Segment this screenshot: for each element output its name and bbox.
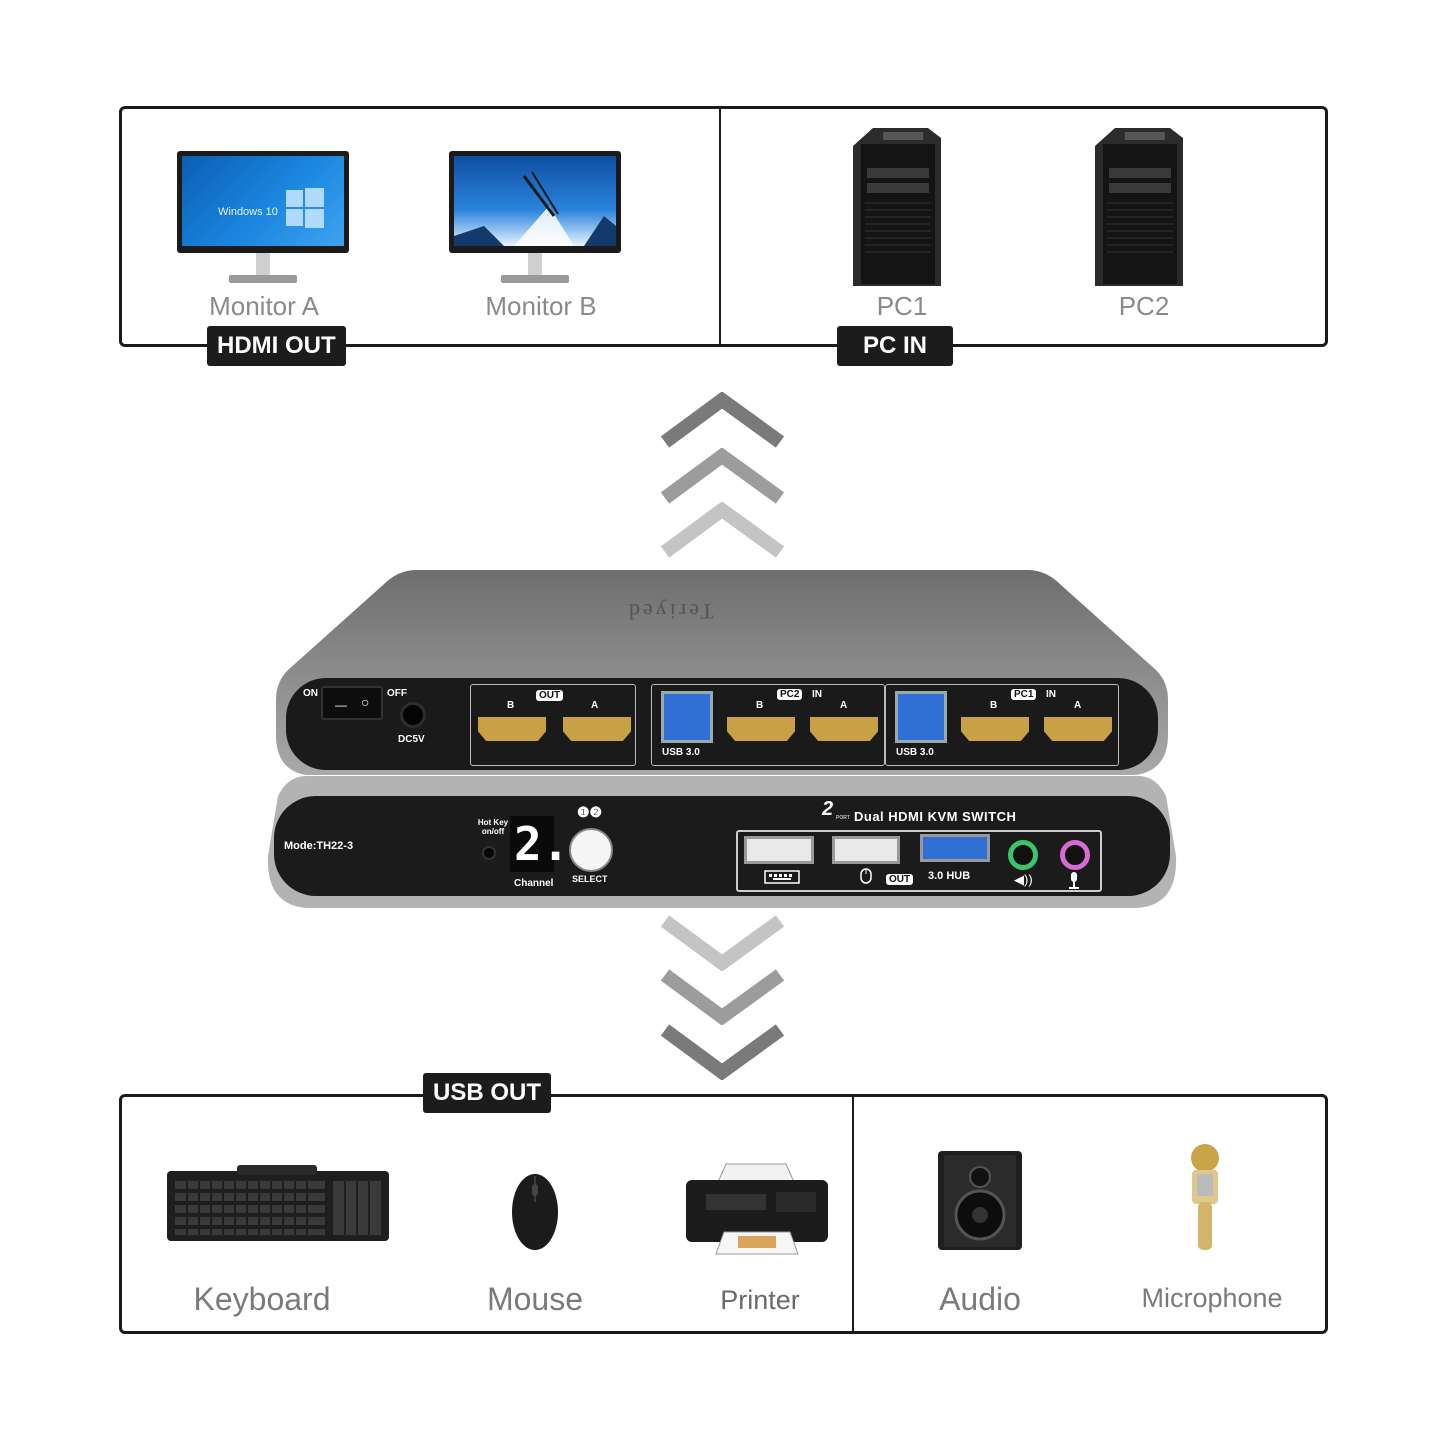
speaker-image xyxy=(938,1151,1022,1250)
printer-label: Printer xyxy=(720,1285,800,1315)
hdmi-out-tag: HDMI OUT xyxy=(207,326,346,366)
usb-keyboard-port[interactable] xyxy=(744,836,814,864)
in-label: IN xyxy=(812,689,822,700)
dc5v-label: DC5V xyxy=(398,734,425,745)
hub-label: 3.0 HUB xyxy=(928,870,971,882)
out-group-badge: OUT xyxy=(536,690,564,701)
hotkey-button[interactable] xyxy=(482,846,496,860)
kvm-front-unit: Mode:TH22-3 Hot Key on/off 2. Channel ❶❷… xyxy=(266,776,1178,910)
hdmi-out-group: OUT B A xyxy=(470,684,636,766)
hdmi-out-a-port[interactable] xyxy=(563,717,631,741)
port-b-label: B xyxy=(507,700,515,711)
usb30-label: USB 3.0 xyxy=(662,747,700,758)
pc-in-tag: PC IN xyxy=(837,326,954,366)
up-chevron-icon xyxy=(660,448,785,504)
mouse-image xyxy=(512,1174,558,1250)
usb30-label: USB 3.0 xyxy=(896,747,934,758)
monitor-b-label: Monitor B xyxy=(485,291,597,321)
down-chevron-icon xyxy=(660,1024,785,1080)
speaker-icon: ◀)) xyxy=(1014,872,1033,887)
pc1-group-badge: PC1 xyxy=(1011,689,1037,700)
audio-jack[interactable] xyxy=(1008,840,1038,870)
usb-out-port-group: OUT 3.0 HUB ◀)) xyxy=(736,830,1102,892)
mouse-label: Mouse xyxy=(486,1281,584,1317)
port-a-label: A xyxy=(1074,700,1082,711)
up-chevron-icon xyxy=(660,392,785,448)
microphone-icon xyxy=(1069,872,1079,889)
keyboard-image xyxy=(167,1165,389,1241)
microphone-label: Microphone xyxy=(1141,1283,1283,1313)
channel-digit: 2. xyxy=(514,817,570,871)
port-a-label: A xyxy=(591,700,599,711)
model-label: Mode:TH22-3 xyxy=(284,840,354,852)
out-badge: OUT xyxy=(886,874,914,885)
select-label: SELECT xyxy=(572,874,608,884)
pc2-label: PC2 xyxy=(1118,291,1170,321)
mic-jack[interactable] xyxy=(1060,840,1090,870)
channel-display: 2. xyxy=(510,816,569,872)
on-label: ON xyxy=(303,688,318,699)
device-title: Dual HDMI KVM SWITCH xyxy=(854,809,1017,824)
monitor-a-screen-text: Windows 10 xyxy=(218,206,278,218)
dc-power-jack[interactable] xyxy=(400,702,426,728)
brand-logo: Teriyed xyxy=(626,599,714,624)
monitor-a-label: Monitor A xyxy=(209,291,319,321)
usb-out-tag: USB OUT xyxy=(423,1073,551,1113)
pc2-tower-image xyxy=(1095,128,1183,286)
printer-image xyxy=(686,1163,828,1255)
down-chevron-icon xyxy=(660,969,785,1025)
audio-label: Audio xyxy=(939,1281,1021,1317)
bottom-panel-divider xyxy=(852,1097,854,1331)
hotkey-label: Hot Key on/off xyxy=(477,818,509,836)
microphone-image xyxy=(1191,1144,1219,1250)
up-chevron-icon xyxy=(660,502,785,558)
hdmi-pc2-b-port[interactable] xyxy=(727,717,795,741)
keyboard-icon xyxy=(764,870,800,884)
hdmi-out-b-port[interactable] xyxy=(478,717,546,741)
pc2-in-group: PC2 IN USB 3.0 B A xyxy=(651,684,885,766)
mouse-icon xyxy=(860,868,872,884)
top-panel-divider xyxy=(719,109,721,344)
usb3-hub-port[interactable] xyxy=(920,834,990,862)
port-b-label: B xyxy=(756,700,764,711)
usb-mouse-port[interactable] xyxy=(832,836,900,864)
power-switch[interactable]: — ○ xyxy=(321,686,383,720)
select-marks: ❶❷ xyxy=(577,804,603,820)
port-b-label: B xyxy=(990,700,998,711)
port-a-label: A xyxy=(840,700,848,711)
pc2-group-badge: PC2 xyxy=(777,689,803,700)
in-label: IN xyxy=(1046,689,1056,700)
kvm-rear-unit: Teriyed ON OFF — ○ DC5V OUT B A PC2 IN U… xyxy=(276,570,1168,782)
usb-b-port-pc1[interactable] xyxy=(895,691,947,743)
channel-label: Channel xyxy=(514,878,554,889)
pc1-label: PC1 xyxy=(876,291,928,321)
hdmi-pc1-a-port[interactable] xyxy=(1044,717,1112,741)
pc1-in-group: PC1 IN USB 3.0 B A xyxy=(885,684,1119,766)
usb-b-port-pc2[interactable] xyxy=(661,691,713,743)
select-button[interactable] xyxy=(569,828,613,872)
off-label: OFF xyxy=(387,688,407,699)
pc1-tower-image xyxy=(853,128,941,286)
hdmi-pc1-b-port[interactable] xyxy=(961,717,1029,741)
hdmi-pc2-a-port[interactable] xyxy=(810,717,878,741)
down-chevron-icon xyxy=(660,915,785,971)
title-port: PORT xyxy=(836,815,850,821)
keyboard-label: Keyboard xyxy=(193,1281,331,1317)
title-number: 2 xyxy=(822,798,834,820)
